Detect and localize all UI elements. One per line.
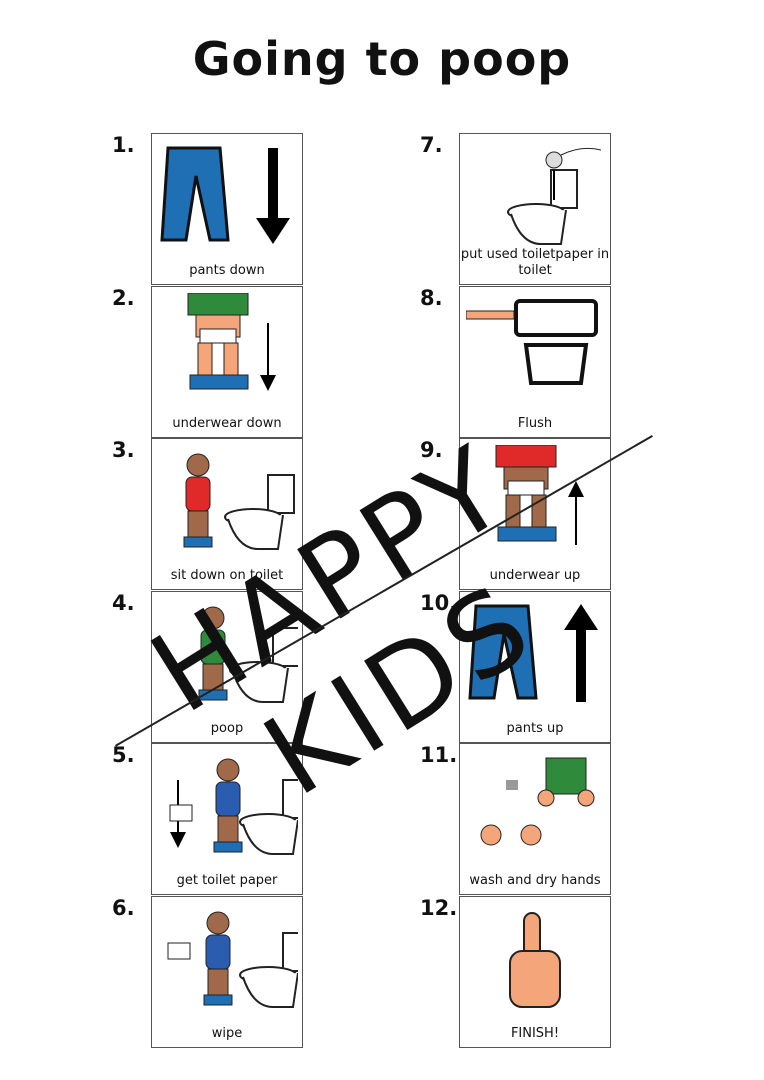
step-card: wipe xyxy=(151,895,303,1048)
pants-down-icon xyxy=(160,146,290,244)
step-label: underwear up xyxy=(489,568,581,583)
step-number: 9. xyxy=(420,438,443,462)
step-card: wash and dry hands xyxy=(459,743,611,895)
step-card: put used toiletpaper in toilet xyxy=(459,133,611,285)
step-label: sit down on toilet xyxy=(170,568,284,583)
step-card: pants down xyxy=(151,133,303,285)
step-label: wipe xyxy=(211,1025,243,1041)
sit-on-toilet-icon xyxy=(183,453,295,550)
flush-icon xyxy=(466,298,598,385)
step-number: 2. xyxy=(112,285,135,310)
step-label: pants down xyxy=(189,263,265,278)
step-number: 12. xyxy=(420,895,458,920)
step-card: pants up xyxy=(459,590,611,743)
step-card: get toilet paper xyxy=(151,743,303,895)
step-number: 6. xyxy=(112,895,135,920)
toilet-paper-icon xyxy=(169,758,298,855)
step-number: 11. xyxy=(420,743,458,767)
step-card: sit down on toilet xyxy=(151,438,303,590)
step-card: underwear up xyxy=(459,438,611,590)
step-label: wash and dry hands xyxy=(469,873,601,888)
page-title: Going to poop xyxy=(192,32,572,86)
step-number: 3. xyxy=(112,438,135,462)
step-number: 7. xyxy=(420,133,443,157)
step-number: 8. xyxy=(420,285,443,310)
thumbs-up-icon xyxy=(509,911,561,1008)
wash-hands-icon xyxy=(480,757,595,846)
step-card: FINISH! xyxy=(459,895,611,1048)
poop-on-toilet-icon xyxy=(198,606,298,703)
step-label: poop xyxy=(210,720,244,736)
step-label: pants up xyxy=(506,720,564,736)
step-number: 5. xyxy=(112,743,135,767)
underwear-down-icon xyxy=(187,292,276,391)
step-label: underwear down xyxy=(172,415,282,431)
step-number: 4. xyxy=(112,590,135,615)
step-card: underwear down xyxy=(151,285,303,438)
step-label: put used toiletpaper in toilet xyxy=(460,247,610,278)
pants-up-icon xyxy=(468,603,598,702)
step-card: poop xyxy=(151,590,303,743)
wipe-icon xyxy=(167,911,298,1008)
paper-in-toilet-icon xyxy=(507,147,602,245)
step-number: 1. xyxy=(112,133,135,157)
step-label: FINISH! xyxy=(510,1025,560,1041)
step-label: Flush xyxy=(517,415,553,431)
step-card: Flush xyxy=(459,285,611,438)
step-label: get toilet paper xyxy=(176,873,278,888)
step-number: 10. xyxy=(420,590,458,615)
